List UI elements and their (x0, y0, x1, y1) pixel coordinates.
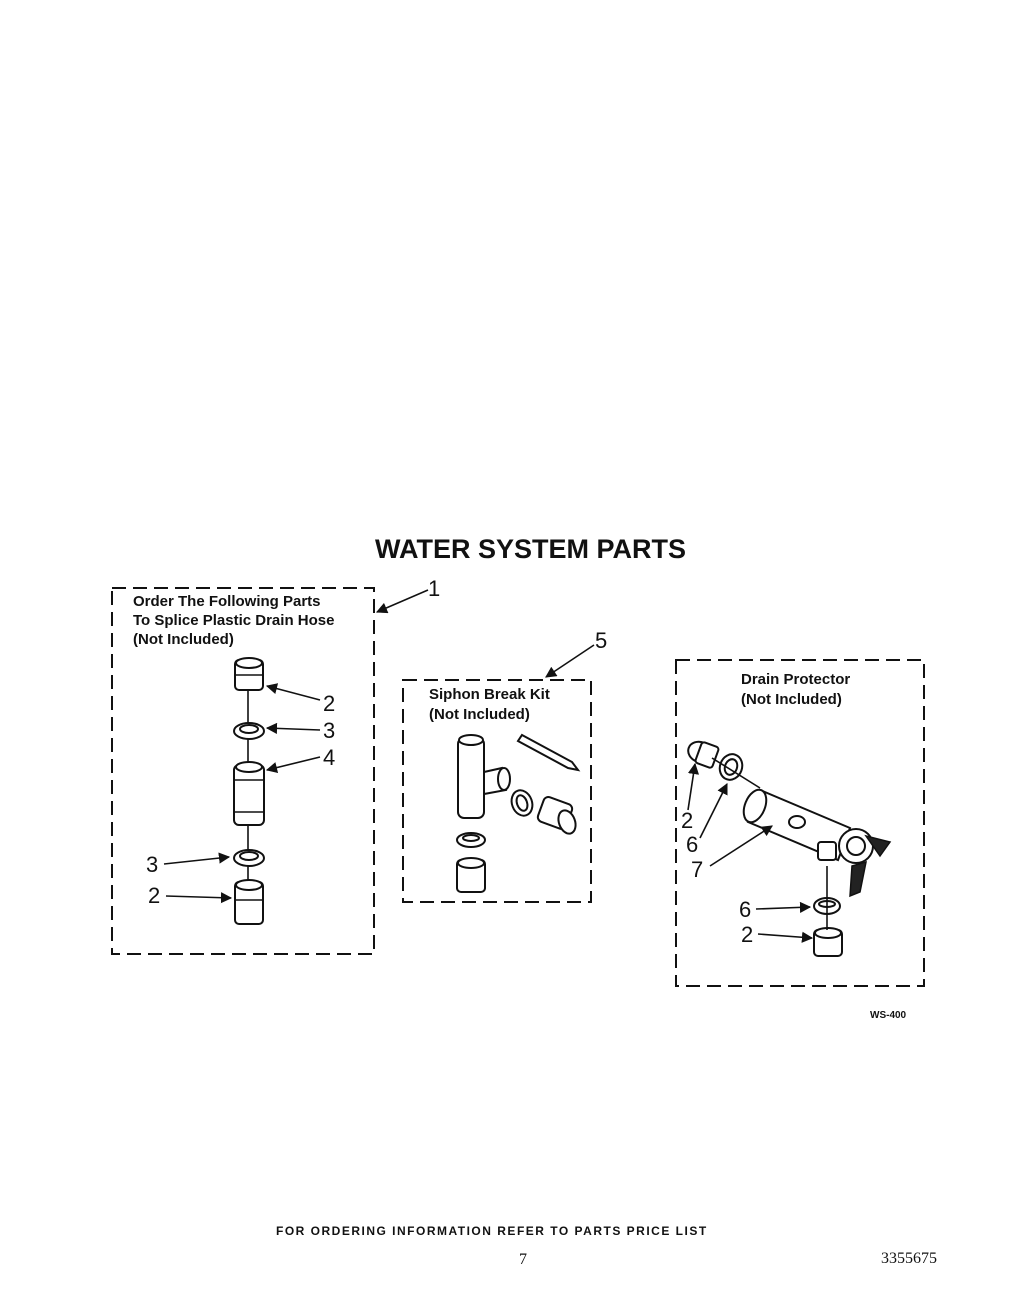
callout-3-top: 3 (323, 718, 335, 743)
drain-protector-box: Drain Protector (Not Included) (675, 659, 925, 987)
siphon-clamp-side (510, 789, 534, 817)
splice-tube-part-4 (233, 761, 265, 826)
drain-box-line-1: Drain Protector (741, 671, 850, 688)
siphon-clamp-lower (456, 832, 486, 848)
drain-callout-2-bottom: 2 (741, 922, 753, 947)
siphon-box-line-1: Siphon Break Kit (429, 686, 550, 703)
page-number: 7 (519, 1251, 527, 1268)
doc-number: 3355675 (881, 1250, 937, 1267)
callout-5-leader (545, 644, 595, 678)
drain-callout-7: 7 (691, 857, 703, 882)
clamp-part-3-top (233, 722, 265, 740)
callout-5: 5 (595, 628, 607, 653)
siphon-tee-fitting (457, 734, 511, 819)
drain-protector-body-part-7 (742, 788, 892, 898)
drain-box-line-2: (Not Included) (741, 691, 842, 708)
ordering-footer: FOR ORDERING INFORMATION REFER TO PARTS … (276, 1224, 708, 1238)
callout-2-top: 2 (323, 691, 335, 716)
drain-clamp-part-6-top (718, 753, 744, 781)
drain-callout-6-bottom: 6 (739, 897, 751, 922)
drain-coupling-part-2-bottom (813, 927, 843, 957)
drain-callout-6-top: 6 (686, 832, 698, 857)
siphon-pin (516, 733, 581, 772)
siphon-adapter-side (536, 796, 577, 835)
siphon-break-kit-box: Siphon Break Kit (Not Included) 5 (402, 628, 607, 903)
clamp-part-3-bottom (233, 849, 265, 867)
splice-kit-box: Order The Following Parts To Splice Plas… (111, 576, 440, 955)
callout-3-bottom: 3 (146, 852, 158, 877)
callout-1: 1 (428, 576, 440, 601)
siphon-cap-lower (456, 857, 486, 893)
splice-box-line-1: Order The Following Parts (133, 593, 321, 610)
splice-box-line-2: To Splice Plastic Drain Hose (133, 612, 334, 629)
drain-callout-2-top: 2 (681, 808, 693, 833)
coupling-part-2-top (234, 657, 264, 691)
callout-4: 4 (323, 745, 335, 770)
callout-2-bottom: 2 (148, 883, 160, 908)
figure-code: WS-400 (870, 1010, 907, 1021)
callout-1-leader (375, 589, 429, 614)
siphon-box-line-2: (Not Included) (429, 706, 530, 723)
page-title: WATER SYSTEM PARTS (375, 534, 686, 564)
drain-coupling-part-2-top (687, 740, 720, 769)
coupling-part-2-bottom (234, 879, 264, 925)
splice-box-line-3: (Not Included) (133, 631, 234, 648)
